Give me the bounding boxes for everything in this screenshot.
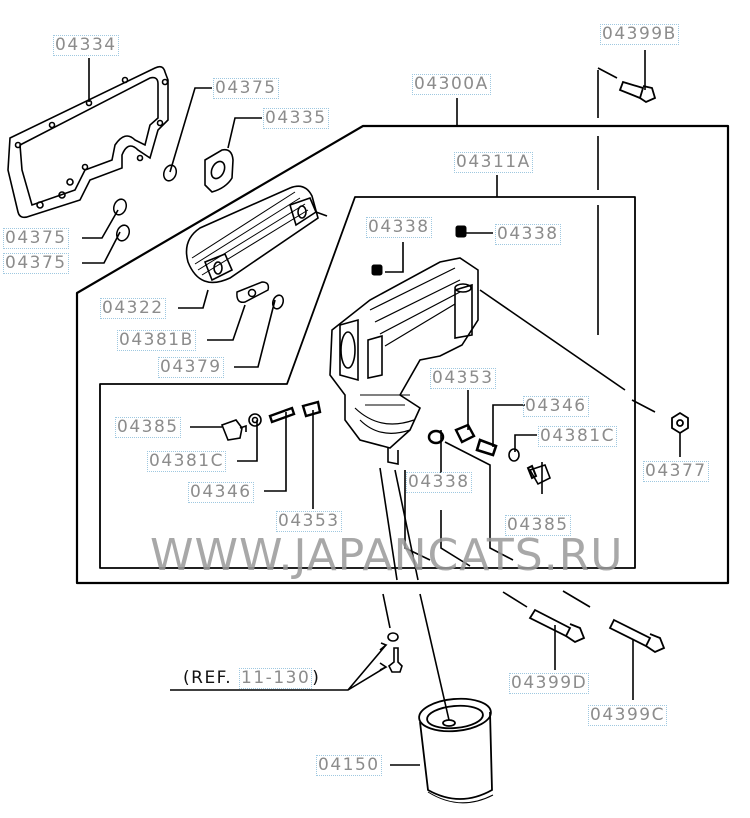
part-label-04338-bottom[interactable]: 04338 [406,472,472,493]
part-label-04381C-right[interactable]: 04381C [538,426,617,447]
part-label-04399B[interactable]: 04399B [600,24,679,45]
part-label-04150[interactable]: 04150 [316,755,382,776]
part-label-04377[interactable]: 04377 [643,461,709,482]
o-rings [112,164,285,310]
oil-filter-housing [329,257,479,465]
plugs-04338 [371,225,467,445]
part-label-04385-left[interactable]: 04385 [115,417,181,438]
assembly-frame-inner [99,196,636,569]
reference-link-11-130[interactable]: 11-130 [239,668,313,689]
bolt-04399C [608,618,666,654]
part-label-04346-left[interactable]: 04346 [188,482,254,503]
assembly-frame-outer [75,124,730,585]
relief-valve-parts-right [454,423,552,486]
part-label-04322[interactable]: 04322 [100,298,166,319]
gasket-04334 [7,65,169,219]
part-label-04399D[interactable]: 04399D [509,673,590,694]
part-label-04338-left[interactable]: 04338 [366,217,432,238]
part-label-04353-left[interactable]: 04353 [276,511,342,532]
part-label-04385-right[interactable]: 04385 [505,515,571,536]
part-label-04399C[interactable]: 04399C [588,705,667,726]
leader-lines [82,50,681,766]
part-label-04381B[interactable]: 04381B [117,330,196,351]
gasket-04381B [236,281,270,304]
part-label-04335[interactable]: 04335 [263,108,329,129]
part-label-04311A[interactable]: 04311A [454,152,533,173]
part-label-04379[interactable]: 04379 [158,357,224,378]
part-label-04334[interactable]: 04334 [53,35,119,56]
reference-note: (REF. 11-130) [183,668,320,689]
part-label-04375-b[interactable]: 04375 [3,253,69,274]
nut-04377 [671,411,689,435]
part-label-04381C-left[interactable]: 04381C [147,451,226,472]
bolt-04399D [528,608,586,644]
part-label-04375-a[interactable]: 04375 [3,228,69,249]
oil-cooler-04322 [185,185,328,284]
part-label-04338-right[interactable]: 04338 [495,224,561,245]
part-label-04300A[interactable]: 04300A [412,74,491,95]
reference-prefix: (REF. [183,668,233,688]
part-label-04375-top[interactable]: 04375 [213,78,279,99]
relief-valve-parts-left [220,400,322,441]
plate-04335 [204,148,234,193]
part-label-04346-right[interactable]: 04346 [523,396,589,417]
bolt-04399B [618,80,657,104]
part-label-04353-right[interactable]: 04353 [430,368,496,389]
drain-parts [387,632,403,673]
reference-suffix: ) [312,668,321,688]
oil-filter-04150 [418,697,494,804]
